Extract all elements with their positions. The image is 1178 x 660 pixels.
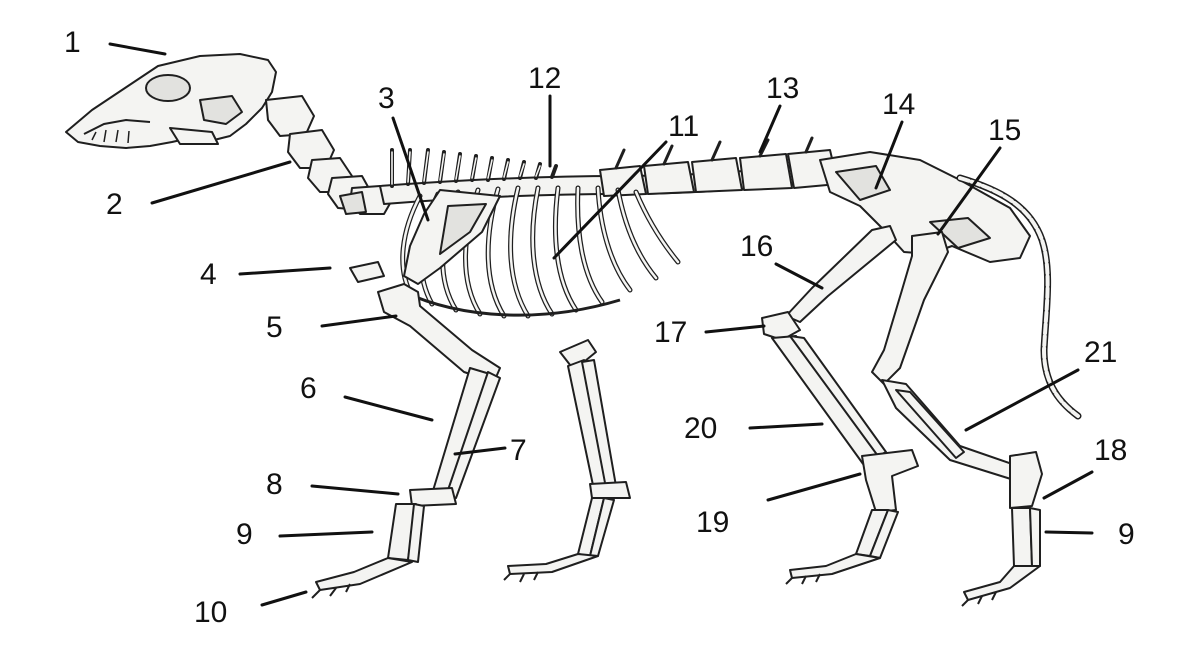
leader-18 <box>1044 472 1092 498</box>
label-20: 20 <box>684 412 717 445</box>
label-1: 1 <box>64 26 81 59</box>
leader-13 <box>760 106 780 152</box>
manubrium <box>350 262 384 282</box>
leader-19 <box>768 474 860 500</box>
label-11: 11 <box>668 110 699 143</box>
leader-2 <box>152 162 290 203</box>
label-9a: 9 <box>236 518 253 551</box>
label-4: 4 <box>200 258 217 291</box>
leader-10 <box>262 592 306 605</box>
skull <box>66 54 276 148</box>
leader-17 <box>706 326 764 332</box>
label-9b: 9 <box>1118 518 1135 551</box>
leader-3 <box>393 118 428 220</box>
leader-9b <box>1046 532 1092 533</box>
label-21: 21 <box>1084 336 1117 369</box>
label-16: 16 <box>740 230 773 263</box>
hindlimb-near <box>872 232 1042 606</box>
label-5: 5 <box>266 311 283 344</box>
leader-16 <box>776 264 822 288</box>
leader-11 <box>554 142 666 258</box>
leader-8 <box>312 486 398 494</box>
label-13: 13 <box>766 72 799 105</box>
cervical-vertebrae <box>266 96 392 214</box>
forelimb-left <box>312 284 500 598</box>
label-7: 7 <box>510 434 527 467</box>
label-3: 3 <box>378 82 395 115</box>
label-8: 8 <box>266 468 283 501</box>
label-17: 17 <box>654 316 687 349</box>
label-19: 19 <box>696 506 729 539</box>
leader-20 <box>750 424 822 428</box>
label-14: 14 <box>882 88 915 121</box>
leader-5 <box>322 316 396 326</box>
leader-1 <box>110 44 165 54</box>
leader-9a <box>280 532 372 536</box>
label-10: 10 <box>194 596 227 629</box>
leader-6 <box>345 397 432 420</box>
label-18: 18 <box>1094 434 1127 467</box>
label-2: 2 <box>106 188 123 221</box>
skeleton-drawing <box>66 54 1078 606</box>
leader-4 <box>240 268 330 274</box>
label-6: 6 <box>300 372 317 405</box>
label-12: 12 <box>528 62 561 95</box>
label-15: 15 <box>988 114 1021 147</box>
